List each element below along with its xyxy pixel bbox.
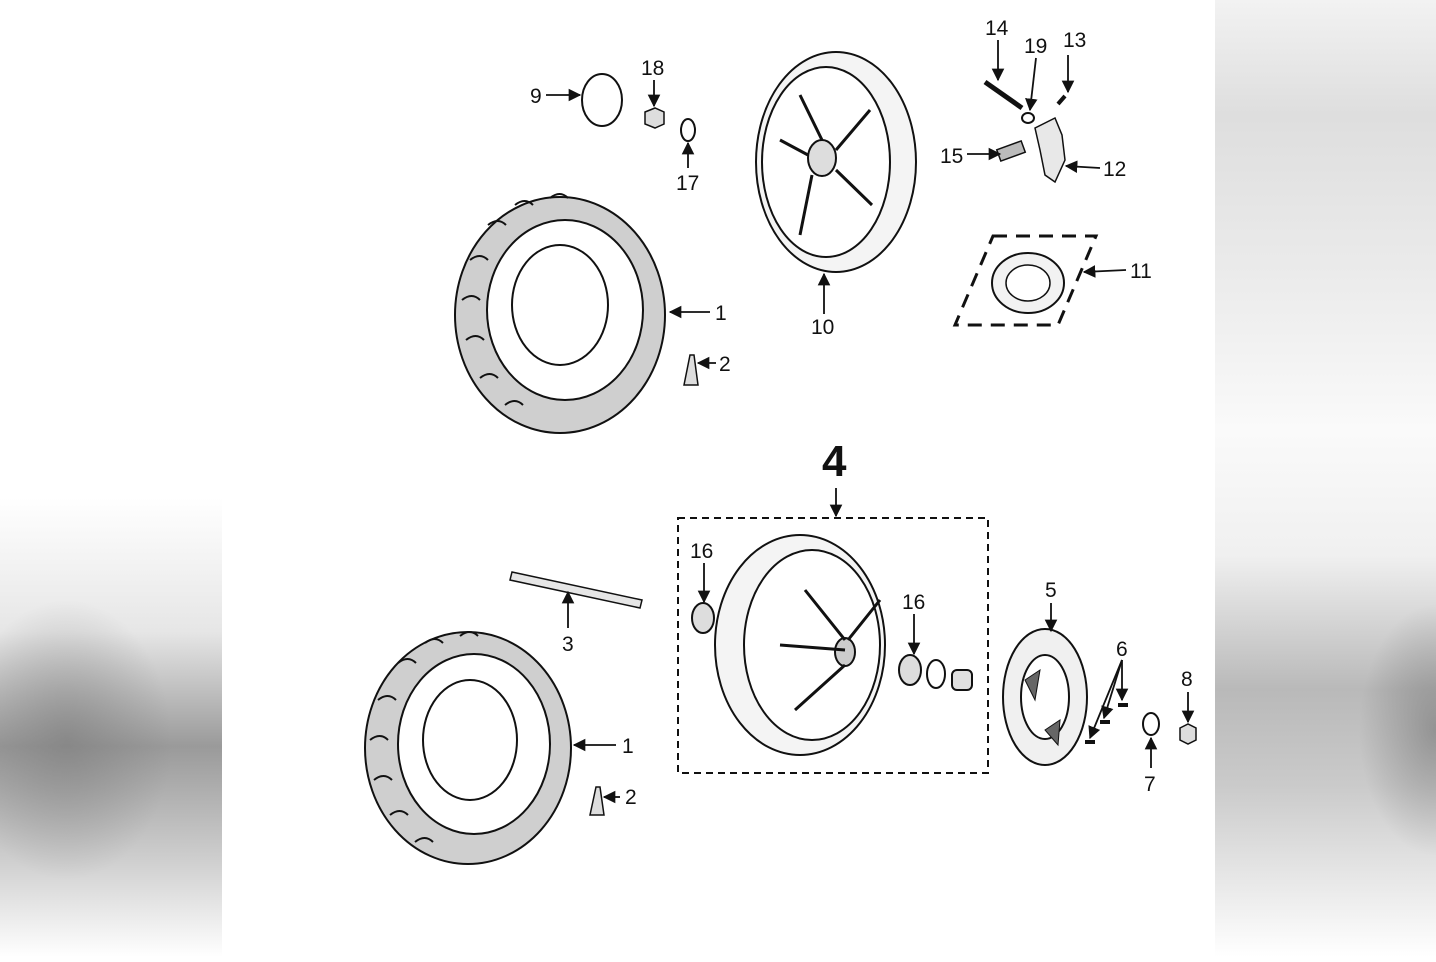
axle-nut-front — [1179, 723, 1197, 745]
callout-1-top: 1 — [715, 302, 727, 325]
callout-8: 8 — [1181, 668, 1193, 691]
callout-2-top: 2 — [719, 353, 731, 376]
front-wheel-assembly-box — [677, 517, 989, 774]
callout-3: 3 — [562, 633, 574, 656]
callout-1-bottom: 1 — [622, 735, 634, 758]
front-tire — [364, 631, 572, 865]
right-blurred-border — [1214, 0, 1436, 957]
disc-bolts — [1085, 703, 1128, 744]
callout-16-left: 16 — [690, 540, 713, 563]
callout-17: 17 — [676, 172, 699, 195]
left-blurred-border — [0, 0, 222, 957]
axle-nut-top — [644, 107, 665, 129]
rear-rim — [755, 51, 917, 273]
callout-15: 15 — [940, 145, 963, 168]
callout-12: 12 — [1103, 158, 1126, 181]
callout-16-right: 16 — [902, 591, 925, 614]
diagram-svg: 1 2 9 18 17 10 14 19 13 15 12 11 4 16 16… — [364, 17, 1197, 865]
leader-arrows — [546, 40, 1195, 804]
washer-front — [1142, 712, 1160, 736]
callout-18: 18 — [641, 57, 664, 80]
washer-top — [680, 118, 696, 142]
callout-14: 14 — [985, 17, 1009, 40]
front-rim — [714, 534, 886, 756]
callout-11: 11 — [1130, 260, 1152, 283]
callout-13: 13 — [1063, 29, 1086, 52]
brake-disc — [1002, 628, 1088, 766]
hub-cap — [581, 73, 623, 127]
exploded-parts-diagram: 1 2 9 18 17 10 14 19 13 15 12 11 4 16 16… — [222, 0, 1215, 957]
callout-10: 10 — [811, 316, 834, 339]
callout-19: 19 — [1024, 35, 1047, 58]
callout-6: 6 — [1116, 638, 1128, 661]
valve-stem-top — [683, 354, 699, 386]
brake-shoes — [952, 234, 1099, 327]
callout-2-bottom: 2 — [625, 786, 637, 809]
callout-9: 9 — [530, 85, 542, 108]
callout-5: 5 — [1045, 579, 1057, 602]
callout-7: 7 — [1144, 773, 1156, 796]
valve-stem-bottom — [589, 786, 605, 816]
brake-cam-parts — [983, 79, 1067, 184]
rear-tire — [454, 193, 666, 434]
bearing-left — [691, 602, 715, 634]
callout-4: 4 — [822, 437, 847, 486]
bearing-right — [898, 654, 973, 691]
front-axle — [509, 571, 643, 609]
